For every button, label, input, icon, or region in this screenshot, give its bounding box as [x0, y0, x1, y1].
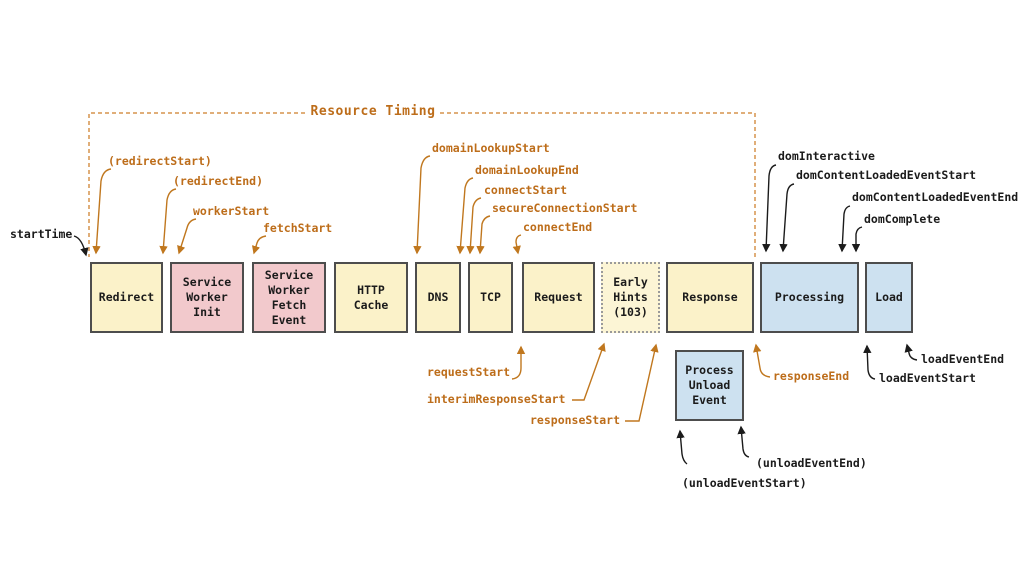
- timeline-box-label-line: Event: [271, 312, 307, 327]
- label-domain-lookup-start: domainLookupStart: [432, 141, 550, 155]
- timeline-box-label-line: HTTP: [357, 282, 385, 297]
- label-connect-start: connectStart: [484, 183, 568, 197]
- timeline-box-label-line: (103): [613, 305, 648, 319]
- label-dom-complete: domComplete: [864, 212, 941, 226]
- label-interim-response-start: interimResponseStart: [427, 392, 566, 406]
- resource-timing-frame: [88, 112, 756, 257]
- label-redirect-start: (redirectStart): [108, 154, 212, 168]
- arrow-request-start: [511, 345, 526, 380]
- label-dom-interactive: domInteractive: [778, 149, 875, 163]
- arrow-dom-complete: [851, 226, 863, 253]
- arrow-load-event-end: [904, 343, 918, 361]
- arrow-unload-event-start: [676, 429, 688, 465]
- arrow-dom-interactive: [762, 164, 777, 253]
- timeline-box-label-line: Redirect: [98, 290, 155, 304]
- arrow-domain-lookup-end: [456, 177, 474, 255]
- label-dom-content-loaded-event-end: domContentLoadedEventEnd: [852, 190, 1019, 204]
- arrow-dom-content-loaded-event-start: [779, 183, 795, 253]
- arrow-response-end: [753, 343, 771, 378]
- label-secure-connection-start: secureConnectionStart: [492, 201, 638, 215]
- label-unload-event-start: (unloadEventStart): [682, 476, 807, 490]
- timeline-box-label-line: Fetch: [271, 297, 307, 312]
- arrow-interim-response-start: [572, 342, 606, 401]
- label-fetch-start: fetchStart: [263, 221, 333, 235]
- timeline-box-label-line: Init: [193, 305, 221, 319]
- timeline-box-label-line: Event: [692, 393, 727, 407]
- timeline-box-label-line: TCP: [480, 290, 501, 304]
- label-worker-start: workerStart: [193, 204, 270, 218]
- arrow-domain-lookup-start: [413, 155, 431, 255]
- label-load-event-end: loadEventEnd: [921, 352, 1005, 366]
- timeline-box-label-line: Response: [682, 290, 738, 304]
- label-load-event-start: loadEventStart: [879, 371, 976, 385]
- label-dom-content-loaded-event-start: domContentLoadedEventStart: [796, 168, 977, 182]
- label-redirect-end: (redirectEnd): [173, 174, 264, 188]
- timeline-box-label-line: Hints: [613, 290, 648, 304]
- arrow-connect-start: [466, 197, 482, 255]
- arrow-redirect-end: [159, 188, 177, 255]
- timeline-box-label-line: Service: [182, 275, 232, 289]
- timeline-box-label-line: Processing: [774, 290, 845, 304]
- event-arrows: [73, 155, 918, 465]
- timeline-box-label-line: Process: [685, 363, 734, 377]
- timeline-box-label-line: Request: [534, 290, 583, 304]
- label-connect-end: connectEnd: [523, 220, 593, 234]
- timeline-box-dns: DNS: [415, 262, 461, 333]
- timeline-box-label-line: DNS: [427, 290, 449, 304]
- arrow-secure-connection-start: [476, 215, 491, 255]
- timeline-box-label-line: Cache: [353, 297, 389, 312]
- timeline-box-label-line: Worker: [186, 290, 228, 304]
- arrow-unload-event-end: [737, 425, 750, 458]
- timeline-box-label-line: Worker: [268, 282, 310, 297]
- arrow-dom-content-loaded-event-end: [838, 205, 851, 253]
- timeline-box-label-line: Service: [264, 267, 314, 282]
- timeline-box-label-line: Load: [875, 290, 903, 304]
- resource-timing-title: Resource Timing: [310, 104, 436, 119]
- label-response-end: responseEnd: [773, 369, 850, 383]
- timeline-box-processing: Processing: [760, 262, 859, 333]
- timeline-box-tcp: TCP: [468, 262, 513, 333]
- label-start-time: startTime: [10, 227, 73, 241]
- timeline-box-response: Response: [666, 262, 754, 333]
- resource-timing-frame-segment: [88, 112, 305, 257]
- arrow-fetch-start: [251, 235, 267, 255]
- label-request-start: requestStart: [427, 365, 511, 379]
- timeline-box-load: Load: [865, 262, 913, 333]
- arrow-worker-start: [177, 218, 197, 255]
- arrow-load-event-start: [863, 344, 876, 380]
- timeline-box-request: Request: [522, 262, 595, 333]
- label-unload-event-end: (unloadEventEnd): [756, 456, 867, 470]
- arrow-connect-end: [512, 234, 522, 255]
- label-domain-lookup-end: domainLookupEnd: [475, 163, 579, 177]
- resource-timing-frame-segment: [440, 112, 756, 257]
- timeline-box-label-line: Early: [613, 275, 648, 289]
- label-response-start: responseStart: [530, 413, 621, 427]
- timeline-box-redirect: Redirect: [90, 262, 163, 333]
- arrow-redirect-start: [92, 168, 112, 255]
- arrow-start-time: [73, 235, 89, 257]
- timeline-box-label-line: Unload: [688, 378, 731, 392]
- arrow-response-start: [625, 343, 659, 422]
